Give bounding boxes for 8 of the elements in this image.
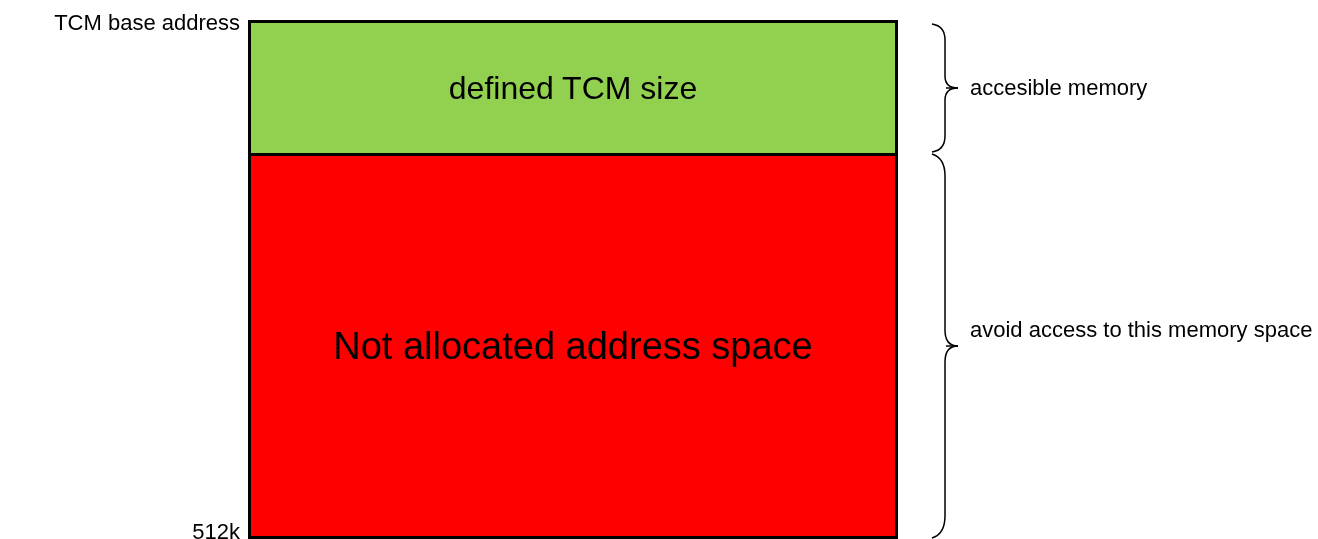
address-label: TCM base address xyxy=(54,9,240,37)
annotation-text: accesible memory xyxy=(970,74,1149,102)
annotation-text: avoid access to this memory space xyxy=(970,316,1314,344)
region-label: defined TCM size xyxy=(448,69,698,107)
region-label: Not allocated address space xyxy=(333,324,813,368)
address-label: 512k xyxy=(192,518,240,539)
memory-region xyxy=(248,20,898,156)
memory-region xyxy=(248,153,898,539)
